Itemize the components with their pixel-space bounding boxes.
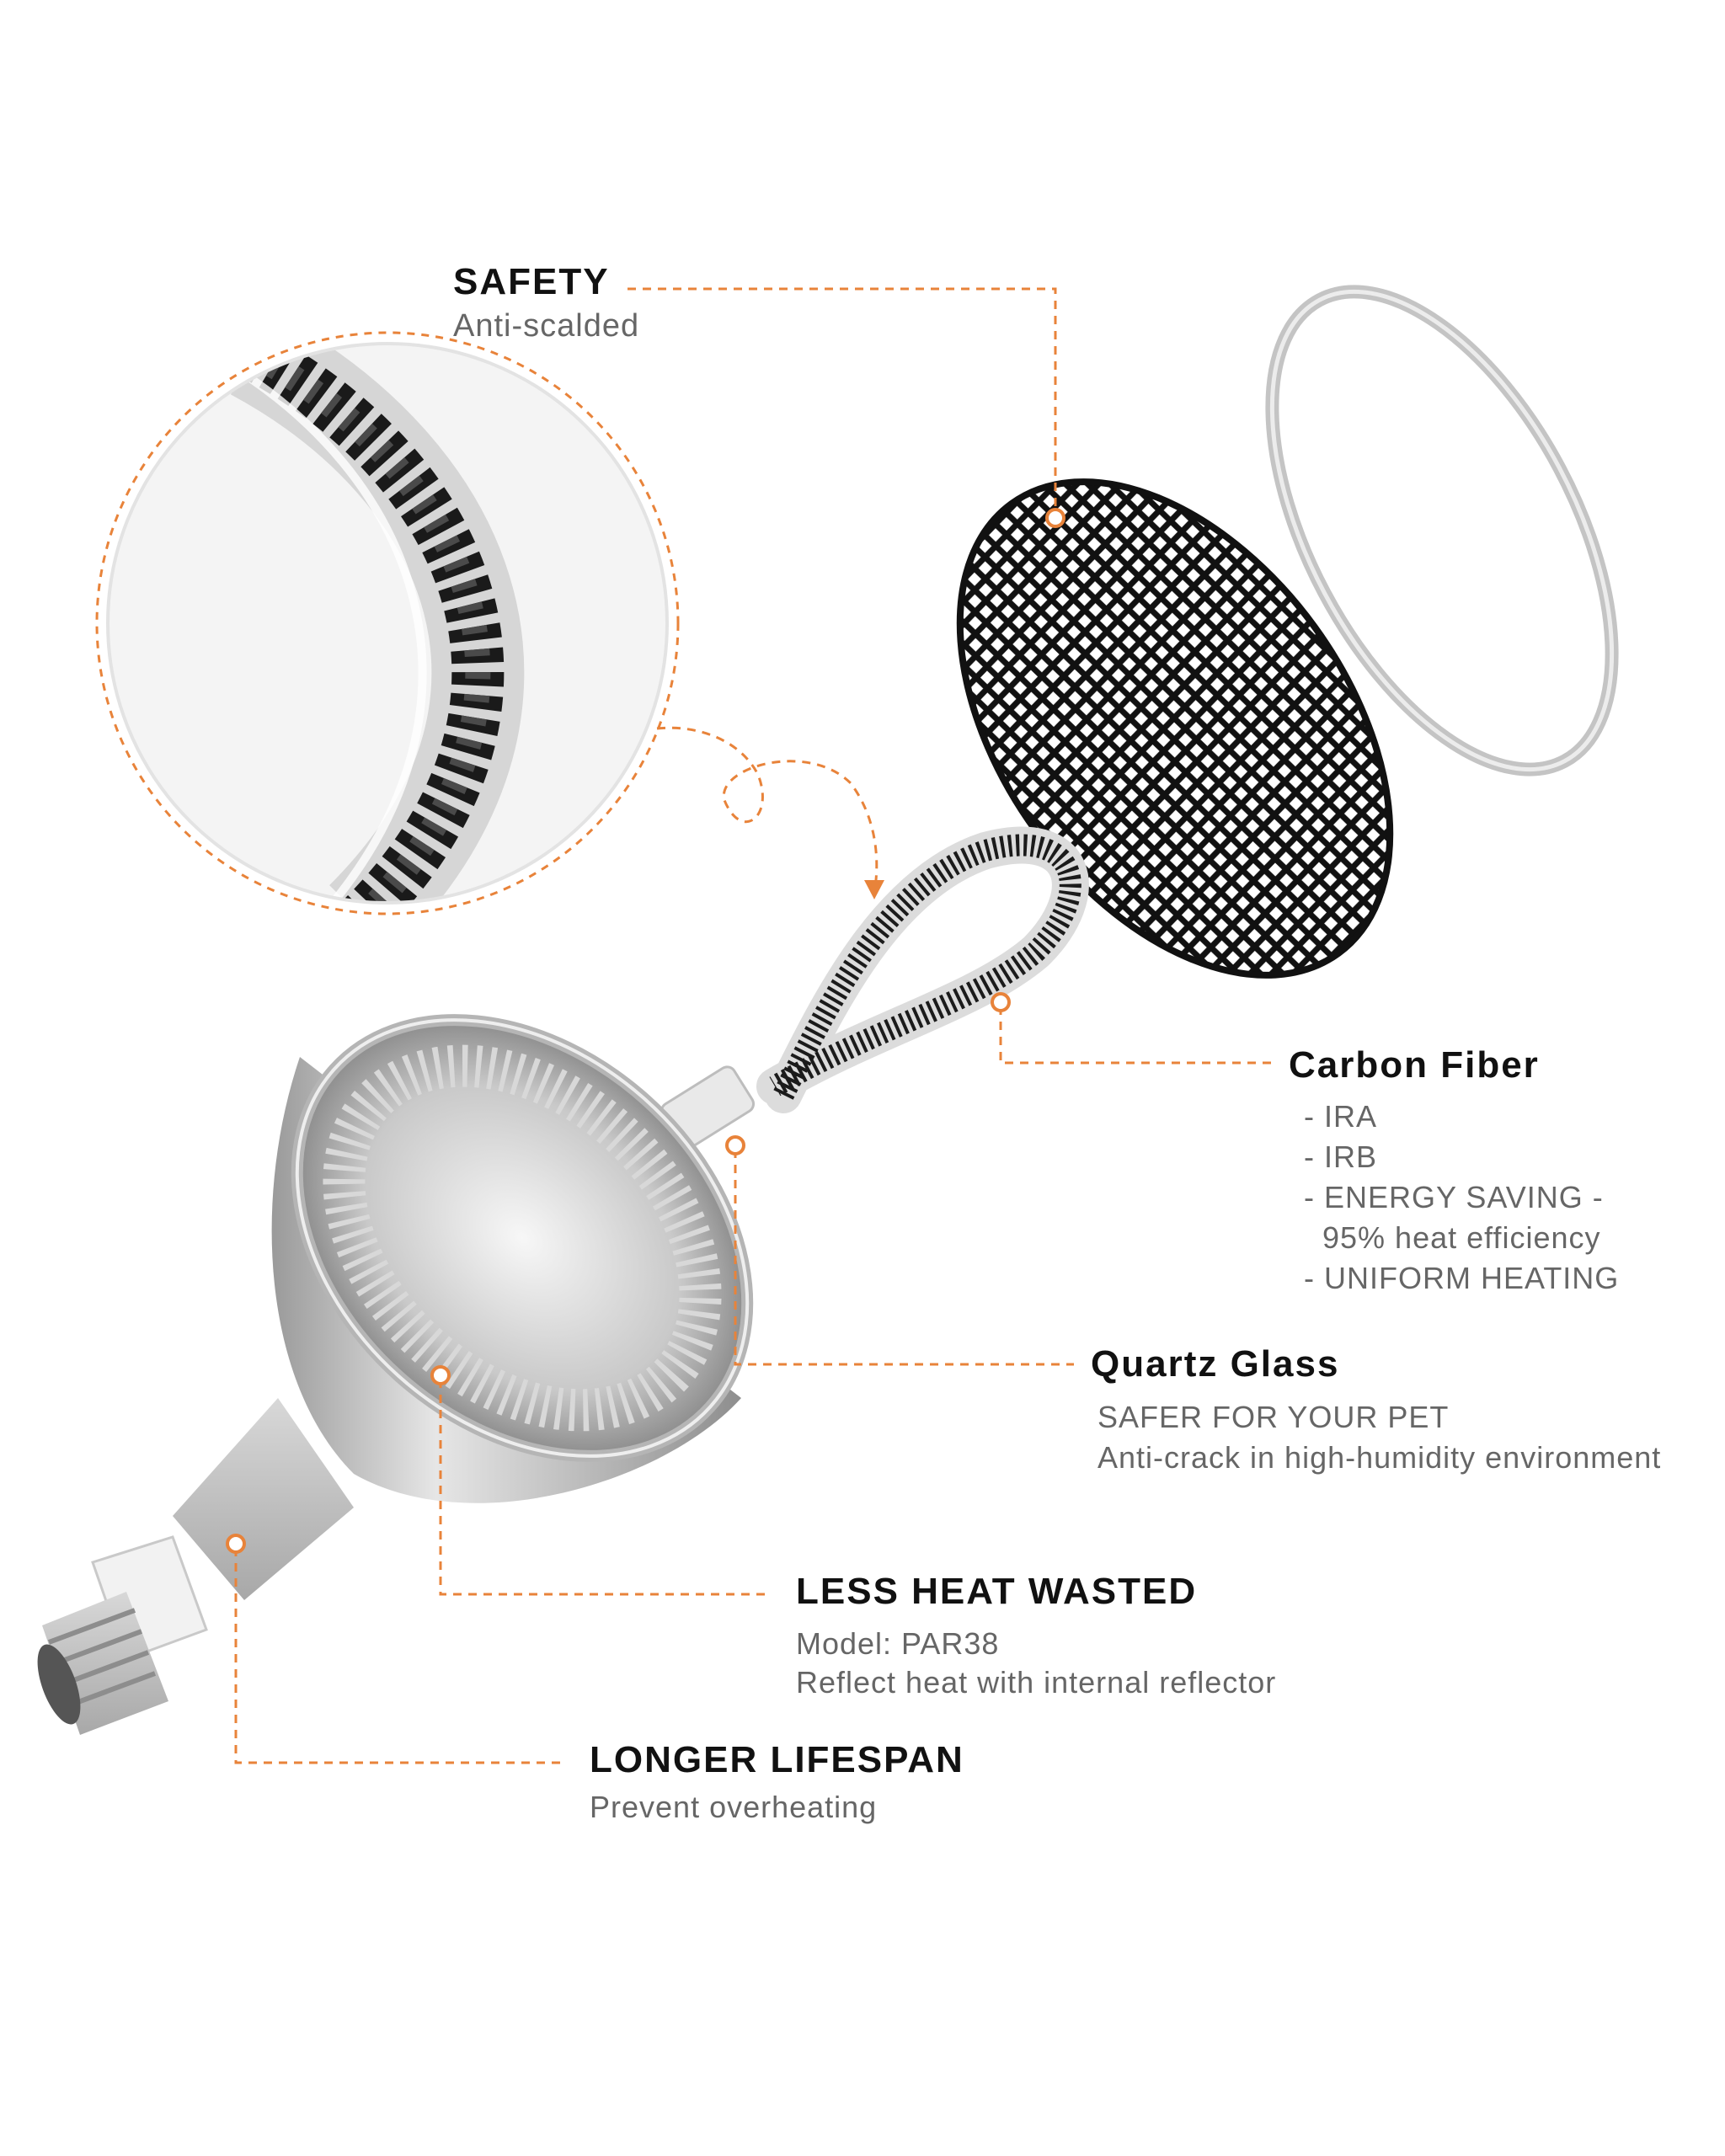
e26-screw-base-icon	[37, 1535, 208, 1735]
quartz-glass-line: Anti-crack in high-humidity environment	[1097, 1440, 1662, 1475]
carbon-fiber-bullet: - IRB	[1304, 1139, 1378, 1174]
quartz-glass-dot	[725, 1135, 745, 1155]
quartz-glass-title: Quartz Glass	[1091, 1343, 1340, 1385]
less-heat-wasted-line: Reflect heat with internal reflector	[796, 1665, 1277, 1700]
longer-lifespan-subtitle: Prevent overheating	[590, 1790, 878, 1824]
longer-lifespan-dot	[226, 1534, 246, 1554]
longer-lifespan-title: LONGER LIFESPAN	[590, 1739, 964, 1780]
carbon-fiber-bullet: - UNIFORM HEATING	[1304, 1261, 1620, 1295]
safety-leader-line	[628, 287, 1057, 518]
leader-lines	[234, 287, 1272, 1764]
mesh-guard-icon	[956, 478, 1394, 979]
safety-title: SAFETY	[453, 261, 610, 302]
carbon-fiber-bullet: - ENERGY SAVING -	[1304, 1180, 1604, 1214]
carbon-fiber-bullet: - IRA	[1304, 1099, 1378, 1134]
less-heat-wasted-title: LESS HEAT WASTED	[796, 1571, 1198, 1612]
carbon-fiber-title: Carbon Fiber	[1289, 1044, 1540, 1086]
longer-lifespan-callout: LONGER LIFESPAN Prevent overheating	[590, 1739, 964, 1825]
heating-coil-closeup-icon	[95, 331, 680, 915]
carbon-fiber-dot	[991, 992, 1011, 1012]
quartz-glass-callout: Quartz Glass SAFER FOR YOUR PET Anti-cra…	[1091, 1343, 1661, 1478]
safety-dot	[1045, 508, 1065, 528]
curved-arrow-leader-line	[656, 726, 879, 894]
retaining-ring-icon	[1265, 285, 1619, 776]
carbon-fiber-heating-tube-icon	[638, 826, 1089, 1185]
safety-subtitle: Anti-scalded	[453, 308, 640, 344]
less-heat-wasted-line: Model: PAR38	[796, 1626, 1000, 1661]
safety-callout: SAFETY Anti-scalded	[453, 261, 639, 344]
less-heat-wasted-leader-line	[439, 1380, 771, 1596]
quartz-glass-leader-line	[734, 1150, 1074, 1366]
carbon-fiber-callout: Carbon Fiber - IRA - IRB - ENERGY SAVING…	[1289, 1044, 1619, 1299]
less-heat-wasted-dot	[430, 1365, 451, 1385]
leader-dots	[226, 508, 1065, 1554]
quartz-glass-line: SAFER FOR YOUR PET	[1097, 1400, 1450, 1434]
less-heat-wasted-callout: LESS HEAT WASTED Model: PAR38 Reflect he…	[796, 1571, 1276, 1702]
arrow-head-icon	[864, 880, 884, 899]
carbon-fiber-bullet: 95% heat efficiency	[1322, 1220, 1601, 1255]
carbon-fiber-leader-line	[999, 1006, 1272, 1065]
par38-reflector-housing-icon	[173, 1014, 754, 1600]
longer-lifespan-leader-line	[234, 1548, 566, 1764]
carbon-fiber-bullets: - IRA - IRB - ENERGY SAVING - 95% heat e…	[1304, 1097, 1619, 1299]
